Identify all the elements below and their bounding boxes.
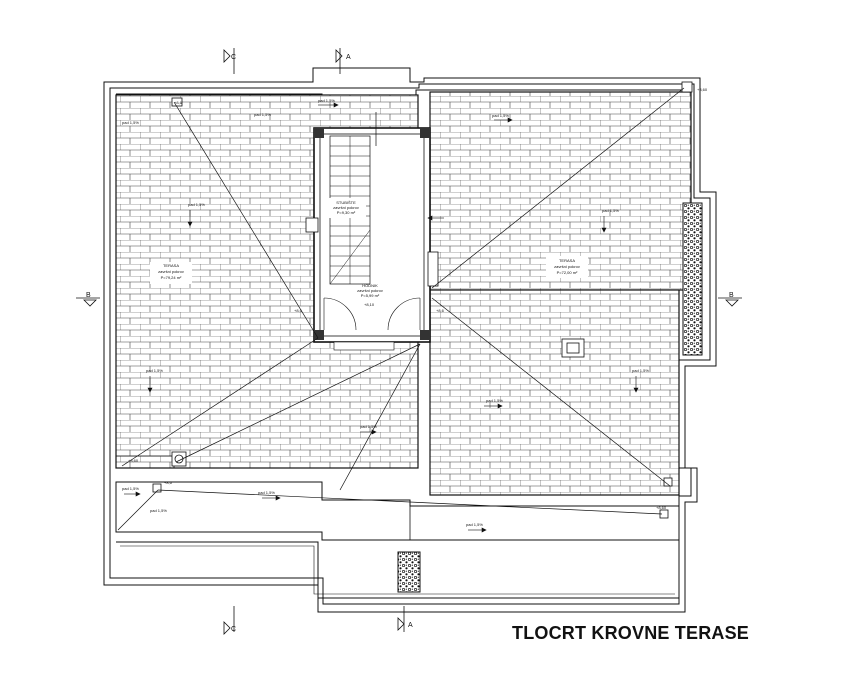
slope-label: pad 1,5% — [602, 208, 619, 213]
section-label-c-top: C — [231, 54, 236, 61]
svg-text:P=79,24 m²: P=79,24 m² — [161, 275, 182, 280]
slope-label: pad 1,5% — [188, 202, 205, 207]
area-label-terrace-right: TERASA završni pokrov P=72,00 m² — [546, 256, 588, 278]
slope-label: pad 1,5% — [360, 424, 377, 429]
slope-label: pad 1,5% — [486, 398, 503, 403]
slope-label: pad 1,5% — [318, 98, 335, 103]
svg-text:P=72,00 m²: P=72,00 m² — [557, 270, 578, 275]
terrace-right-lower — [429, 289, 680, 496]
slope-label: pad 1,5% — [150, 508, 167, 513]
section-label-a-top: A — [346, 54, 351, 61]
svg-text:P=5,99 m²: P=5,99 m² — [361, 293, 380, 298]
level-label: +8,6 — [164, 480, 173, 485]
level-label: +8,60 — [128, 458, 139, 463]
area-label-terrace: TERASA završni pokrov P=79,24 m² — [150, 262, 192, 284]
roof-drains — [152, 81, 693, 519]
slope-label: pad 1,5% — [254, 112, 271, 117]
lower-balcony — [115, 455, 680, 599]
level-label: +8,6 — [174, 100, 183, 105]
gravel-planter-right — [682, 202, 703, 356]
flow-arrows — [124, 102, 639, 533]
section-markers — [76, 48, 742, 635]
slope-label: pad 1,5% — [258, 490, 275, 495]
level-label: +8,10 — [364, 302, 375, 307]
area-label-stair: STUBIŠTE završni pokrov P=9,30 m² — [326, 198, 366, 218]
level-label: +8,60 — [656, 505, 667, 510]
slope-label: pad 1,5% — [492, 113, 509, 118]
slope-labels: pad 1,5% pad 1,5% pad 1,5% pad 1,5% pad … — [122, 98, 649, 527]
svg-text:TERASA: TERASA — [559, 258, 575, 263]
svg-text:završni pokrov: završni pokrov — [333, 205, 359, 210]
stair-core — [305, 112, 439, 351]
drawing-title: TLOCRT KROVNE TERASE — [512, 623, 750, 643]
slope-label: pad 1,5% — [122, 120, 139, 125]
level-label: +8,6 — [436, 308, 445, 313]
level-label: +8,6 — [294, 308, 303, 313]
gravel-planter-bottom — [397, 551, 421, 593]
svg-text:završni pokrov: završni pokrov — [357, 288, 383, 293]
svg-text:HODNIK: HODNIK — [362, 283, 378, 288]
svg-text:završni pokrov: završni pokrov — [554, 264, 580, 269]
slope-label: pad 1,5% — [146, 368, 163, 373]
tile-field — [429, 289, 680, 496]
level-labels: +8,10 +8,60 +8,6 +8,6 +8,60 +8,6 +8,60 +… — [128, 87, 708, 510]
slope-label: pad 1,5% — [632, 368, 649, 373]
slope-lines — [117, 87, 685, 531]
svg-text:završni pokrov: završni pokrov — [158, 269, 184, 274]
section-label-c-bottom: C — [231, 626, 236, 633]
svg-text:P=9,30 m²: P=9,30 m² — [337, 210, 356, 215]
slope-label: pad 1,5% — [466, 522, 483, 527]
level-label: +8,60 — [697, 87, 708, 92]
svg-text:TERASA: TERASA — [163, 263, 179, 268]
section-label-b-right: B — [729, 292, 734, 299]
section-label-b-left: B — [86, 292, 91, 299]
slope-label: pad 1,5% — [122, 486, 139, 491]
area-label-hall: HODNIK završni pokrov P=5,99 m² — [357, 283, 383, 298]
svg-text:STUBIŠTE: STUBIŠTE — [336, 200, 356, 205]
section-label-a-bottom: A — [408, 622, 413, 629]
